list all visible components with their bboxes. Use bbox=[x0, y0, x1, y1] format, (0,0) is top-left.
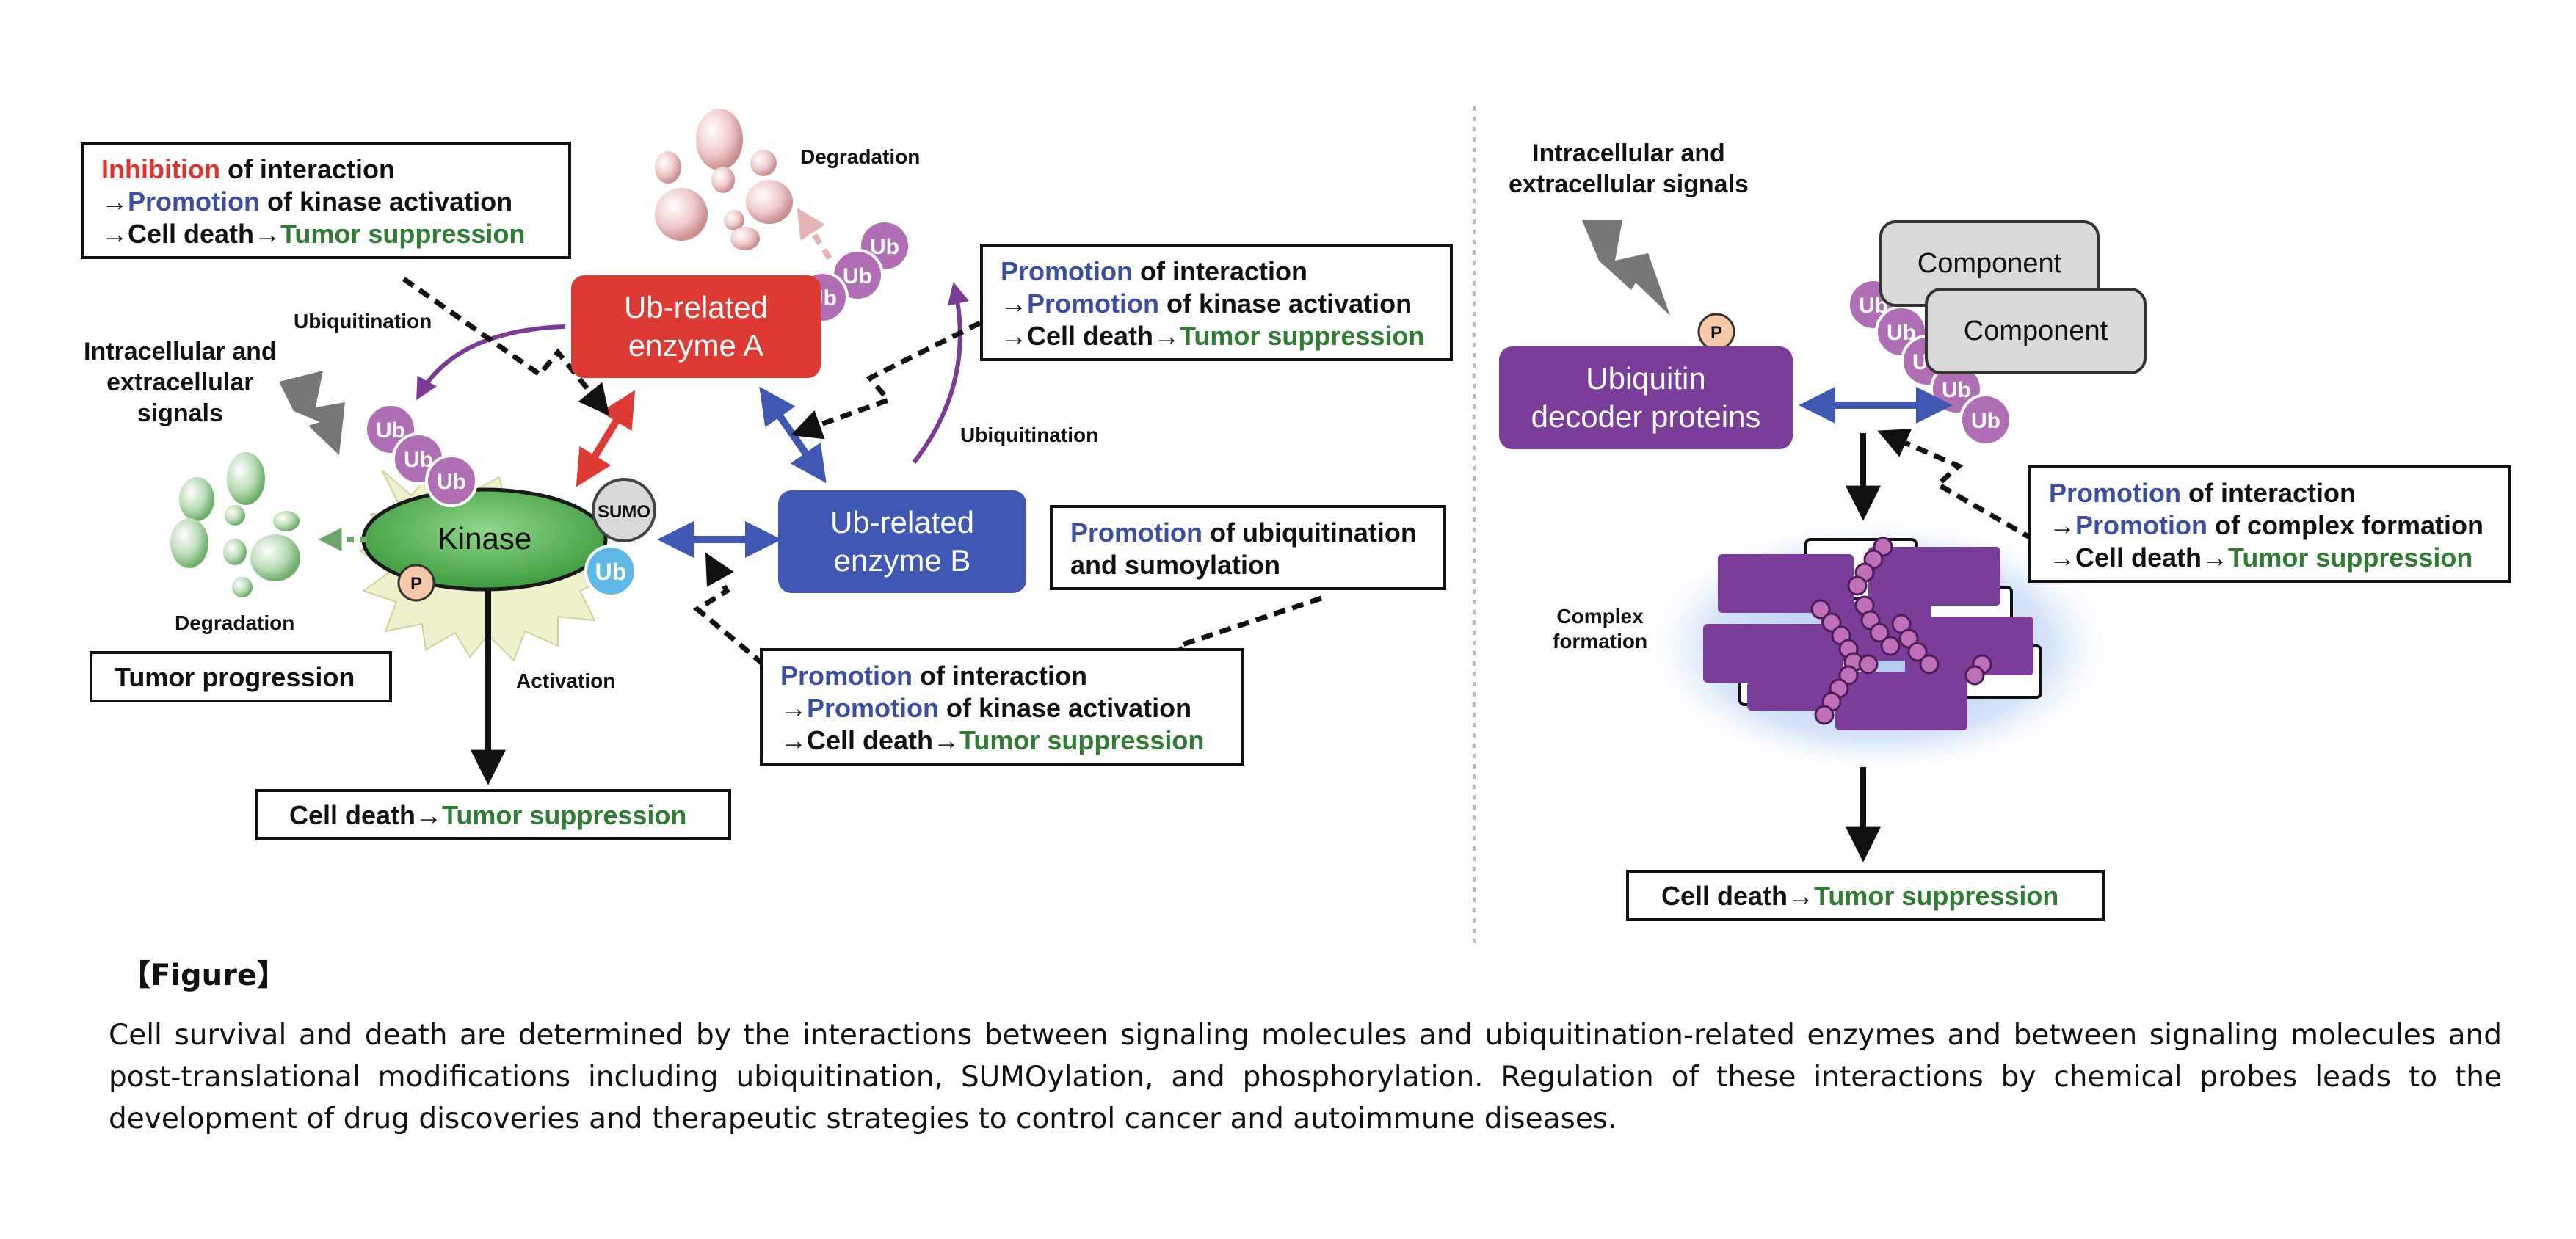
kinase-label: Kinase bbox=[438, 521, 531, 556]
dashed-arrow-bottom bbox=[693, 552, 766, 666]
ub-label: Ub bbox=[595, 559, 627, 585]
svg-text:Ub: Ub bbox=[1971, 409, 2000, 433]
dashed-arrow-inhibition bbox=[402, 277, 610, 416]
enzyme-a-line-2: enzyme A bbox=[628, 328, 764, 363]
degradation-label-left: Degradation bbox=[175, 611, 295, 634]
ubiquitination-label-left: Ubiquitination bbox=[294, 310, 432, 333]
svg-text:Ub: Ub bbox=[437, 470, 466, 494]
ubiquitination-label-right: Ubiquitination bbox=[960, 424, 1099, 446]
svg-text:Ub: Ub bbox=[404, 448, 433, 472]
cell-death-box-right: Cell death→Tumor suppression bbox=[1626, 870, 2105, 921]
phosphate-label-left: P bbox=[410, 574, 422, 594]
signals-line-1: Intracellular and bbox=[84, 338, 277, 366]
figure-caption-text: Cell survival and death are determined b… bbox=[109, 1019, 2502, 1136]
arrow-enzyme-a-enzyme-b bbox=[759, 386, 827, 484]
signals-line-2: extracellular bbox=[106, 368, 254, 396]
phosphate-badge-left bbox=[397, 564, 435, 602]
arrow-ubiquitination-right bbox=[912, 282, 970, 464]
complex-ub-beads bbox=[1810, 537, 1992, 725]
svg-text:Ub: Ub bbox=[1942, 378, 1971, 402]
interaction-box-bottom: Promotion of interaction →Promotion of k… bbox=[760, 648, 1244, 766]
complex-line-1: Complex bbox=[1556, 605, 1644, 628]
enzyme-a-line-1: Ub-related bbox=[623, 289, 769, 324]
sumo-label: SUMO bbox=[598, 502, 650, 522]
degradation-droplets-top bbox=[655, 109, 793, 250]
ub-sumo-box: Promotion of ubiquitination and sumoylat… bbox=[1050, 505, 1446, 590]
svg-text:Ub: Ub bbox=[1887, 321, 1916, 345]
dashed-arrow-top-right bbox=[791, 320, 982, 440]
ub-badge-kinase bbox=[584, 545, 637, 597]
svg-text:Ub: Ub bbox=[870, 235, 899, 259]
ub-chain-kinase: Ub Ub Ub bbox=[364, 403, 478, 507]
enzyme-a-node: Ub-related enzyme A bbox=[571, 275, 821, 378]
degradation-droplets-left bbox=[170, 452, 300, 597]
ub-chain-right: Ub Ub Ub Ub Ub bbox=[1847, 278, 2012, 446]
complex-interaction-box: Promotion of interaction →Promotion of c… bbox=[2028, 465, 2511, 583]
svg-text:Ub: Ub bbox=[843, 264, 872, 288]
signals-line-3: signals bbox=[137, 399, 223, 427]
enzyme-b-line-1: Ub-related bbox=[830, 504, 975, 539]
phosphate-label-right: P bbox=[1710, 323, 1722, 343]
decoder-node: Ubiquitin decoder proteins bbox=[1499, 346, 1793, 449]
component-back-label: Component bbox=[1917, 248, 2062, 279]
complex-line-2: formation bbox=[1553, 630, 1648, 653]
signals-right-line-2: extracellular signals bbox=[1509, 170, 1749, 198]
arrow-ubiquitination-left bbox=[416, 324, 566, 401]
signals-label-right: Intracellular and extracellular signals bbox=[1509, 138, 1749, 200]
degradation-label-top: Degradation bbox=[800, 145, 921, 168]
signal-bolt-left-icon bbox=[279, 371, 345, 455]
component-front: Component bbox=[1925, 288, 2147, 374]
enzyme-b-line-2: enzyme B bbox=[833, 543, 971, 578]
decoder-line-1: Ubiquitin bbox=[1586, 360, 1706, 396]
tumor-progression-box: Tumor progression bbox=[90, 651, 392, 702]
signals-label-left: Intracellular and extracellular signals bbox=[84, 336, 277, 429]
activation-label: Activation bbox=[516, 669, 616, 692]
signals-right-line-1: Intracellular and bbox=[1532, 139, 1725, 167]
enzyme-b-node: Ub-related enzyme B bbox=[778, 490, 1026, 593]
dashed-arrow-complex bbox=[1877, 429, 2035, 542]
svg-text:Ub: Ub bbox=[376, 418, 405, 443]
cell-death-box-left: Cell death→Tumor suppression bbox=[255, 789, 731, 840]
signal-bolt-right-icon bbox=[1582, 220, 1670, 316]
inhibition-box: Inhibition of interaction →Promotion of … bbox=[81, 142, 571, 259]
component-front-label: Component bbox=[1963, 315, 2108, 346]
arrow-kinase-enzyme-a bbox=[576, 390, 636, 487]
figure-caption-title: 【Figure】 bbox=[121, 959, 286, 992]
decoder-line-2: decoder proteins bbox=[1531, 399, 1761, 434]
arrow-degradation-top bbox=[797, 208, 832, 261]
interaction-box-top-right: Promotion of interaction →Promotion of k… bbox=[980, 244, 1453, 361]
diagram-canvas: Kinase SUMO Ub P Ub Ub Ub Ub Ub Ub P bbox=[170, 106, 2122, 943]
complex-formation-label: Complex formation bbox=[1553, 604, 1647, 654]
